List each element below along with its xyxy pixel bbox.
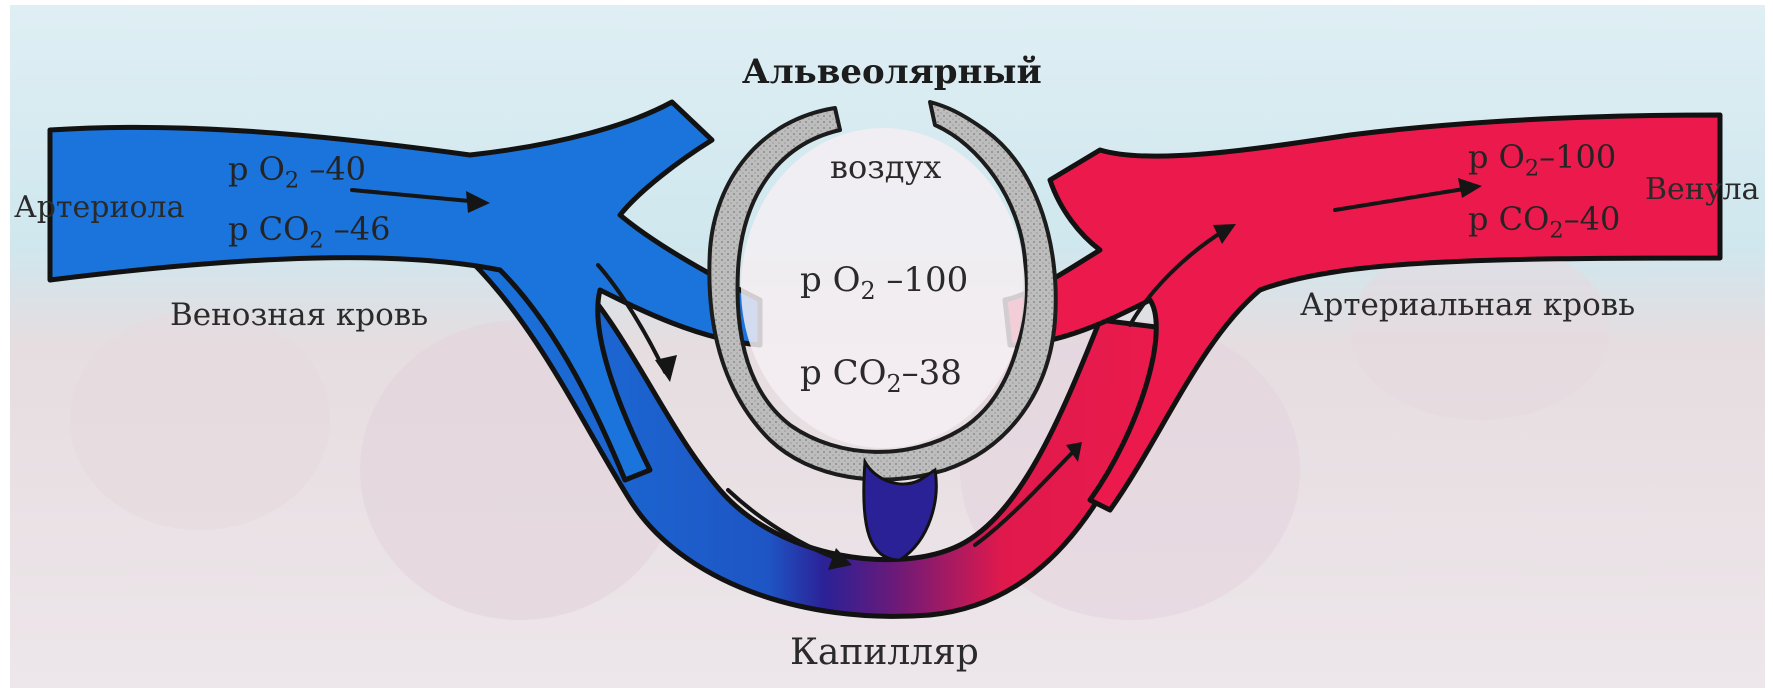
background-cell <box>70 310 330 530</box>
alveolus-wall <box>707 100 1058 482</box>
venous-blood-label: Венозная кровь <box>170 297 429 333</box>
flow-arrows <box>350 186 1472 562</box>
arrowhead-arteriole <box>466 191 490 213</box>
arrow-down-1 <box>596 263 667 374</box>
arrow-up-1 <box>973 448 1077 547</box>
arrow-up-2 <box>1128 228 1227 327</box>
alveolus-o2-value: p O2 –100 <box>800 260 969 305</box>
arrow-venule <box>1333 186 1472 212</box>
alveolus-co2-value: p CO2–38 <box>800 353 962 398</box>
venous-o2-value: p O2 –40 <box>228 150 367 194</box>
arrowhead-up-2 <box>1213 224 1236 244</box>
arrowhead-down-1 <box>655 355 677 382</box>
venule-label: Венула <box>1645 172 1760 207</box>
capillary-label: Капилляр <box>790 632 979 673</box>
venule-vessel <box>1002 112 1723 513</box>
capillary-mixed-zone <box>862 456 938 562</box>
arrowhead-venule <box>1458 178 1482 198</box>
arterial-co2-value: p CO2–40 <box>1468 200 1621 244</box>
arterial-o2-value: p O2–100 <box>1468 138 1617 182</box>
arrowhead-up-1 <box>1066 442 1082 462</box>
arrow-arteriole <box>350 188 482 204</box>
venous-co2-value: p CO2 –46 <box>228 210 391 254</box>
background-cell <box>1350 240 1610 420</box>
arrowhead-down-2 <box>828 548 852 570</box>
arrow-heads <box>466 178 1482 570</box>
alveolar-label: Альвеолярный <box>742 52 1042 92</box>
air-label: воздух <box>830 148 942 186</box>
arterial-blood-label: Артериальная кровь <box>1300 287 1636 323</box>
arrow-down-2 <box>726 488 842 562</box>
arteriole-label: Артериола <box>14 190 185 225</box>
alveolus-air-space <box>741 128 1025 448</box>
